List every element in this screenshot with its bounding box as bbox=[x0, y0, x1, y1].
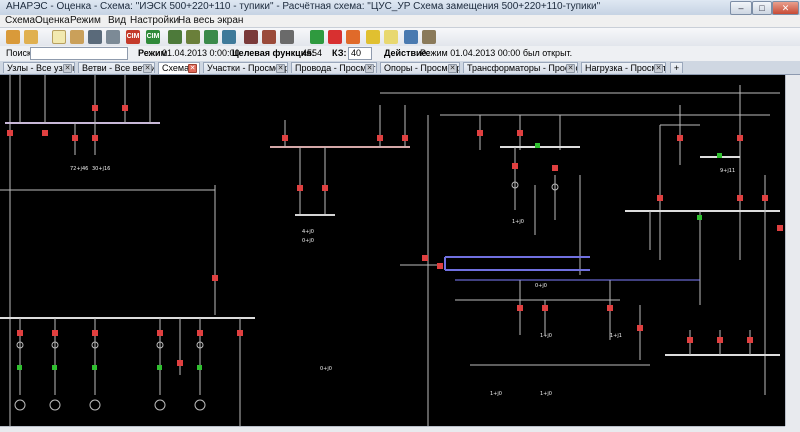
menu-ocenka[interactable]: Оценка bbox=[35, 15, 70, 26]
maximize-button[interactable]: □ bbox=[752, 1, 772, 15]
chart-icon[interactable] bbox=[262, 30, 276, 44]
value-label: 4+j0 bbox=[302, 229, 314, 235]
minimize-button[interactable]: – bbox=[730, 1, 752, 15]
value-label: 0+j0 bbox=[535, 283, 547, 289]
value-label: 72+j46 bbox=[70, 166, 88, 172]
tab-label: Опоры - Просмотр bbox=[384, 63, 460, 73]
rezhim-value: 01.04.2013 0:00:00 bbox=[162, 48, 240, 58]
tab-label: Узлы - Все узлы bbox=[7, 63, 75, 73]
action-label: Действие: bbox=[384, 48, 430, 58]
search-input[interactable] bbox=[30, 47, 128, 60]
close-icon[interactable]: ✕ bbox=[448, 64, 457, 73]
tab-bar: Узлы - Все узлы✕ Ветви - Все ветви✕ Схем… bbox=[0, 61, 800, 75]
monitor-icon[interactable] bbox=[310, 30, 324, 44]
objective-value: 4554 bbox=[302, 48, 323, 58]
horizontal-scrollbar[interactable] bbox=[0, 426, 785, 432]
export-icon[interactable] bbox=[422, 30, 436, 44]
window-title: АНАРЭС - Оценка - Схема: "ИЭСК 500+220+1… bbox=[6, 1, 601, 12]
cim-import-label: CIM bbox=[146, 33, 160, 40]
rezhim-label: Режим bbox=[138, 48, 168, 58]
document-icon[interactable] bbox=[52, 30, 66, 44]
note-icon[interactable] bbox=[384, 30, 398, 44]
title-bar: АНАРЭС - Оценка - Схема: "ИЭСК 500+220+1… bbox=[0, 0, 800, 16]
value-label: 1+j0 bbox=[540, 333, 552, 339]
tab-transformers[interactable]: Трансформаторы - Просмотр✕ bbox=[463, 62, 578, 73]
refresh-icon[interactable] bbox=[204, 30, 218, 44]
value-label: 9+j11 bbox=[720, 168, 735, 174]
objective-label: Целевая функция: bbox=[232, 48, 315, 58]
search-label: Поиск: bbox=[6, 48, 34, 58]
tab-label: Трансформаторы - Просмотр bbox=[467, 63, 578, 73]
schema-canvas[interactable]: 4+j0 0+j0 1+j0 72+j46 30+j16 9+j11 1+j1 … bbox=[0, 75, 785, 426]
menu-vid[interactable]: Вид bbox=[108, 15, 127, 26]
settings-icon[interactable] bbox=[280, 30, 294, 44]
value-label: 1+j0 bbox=[540, 391, 552, 397]
tab-nodes[interactable]: Узлы - Все узлы✕ bbox=[3, 62, 75, 73]
status-row: Поиск: Режим 01.04.2013 0:00:00 Целевая … bbox=[0, 46, 800, 62]
schema-diagram: 4+j0 0+j0 1+j0 72+j46 30+j16 9+j11 1+j1 … bbox=[0, 75, 783, 426]
scroll-corner bbox=[785, 426, 800, 432]
close-icon[interactable]: ✕ bbox=[654, 64, 663, 73]
folder-icon[interactable] bbox=[24, 30, 38, 44]
tab-label: Провода - Просмотр bbox=[295, 63, 377, 73]
menu-schema[interactable]: Схема bbox=[5, 15, 36, 26]
kz-label: КЗ: bbox=[332, 48, 347, 58]
calculate-icon[interactable] bbox=[186, 30, 200, 44]
close-icon[interactable]: ✕ bbox=[276, 64, 285, 73]
cim-export-label: CIM bbox=[126, 33, 140, 40]
tab-label: Схема bbox=[162, 63, 190, 73]
tab-label: Ветви - Все ветви bbox=[82, 63, 155, 73]
menu-bar: Схема Оценка Режим Вид Настройки На весь… bbox=[0, 15, 800, 28]
query-icon[interactable] bbox=[346, 30, 360, 44]
lightning-icon[interactable] bbox=[366, 30, 380, 44]
value-label: 30+j16 bbox=[92, 166, 110, 172]
value-label: 0+j0 bbox=[320, 366, 332, 372]
menu-nastroiki[interactable]: Настройки bbox=[130, 15, 180, 26]
tab-supports[interactable]: Опоры - Просмотр✕ bbox=[380, 62, 460, 73]
cim-import-button[interactable]: CIM bbox=[146, 30, 160, 44]
value-label: 0+j0 bbox=[302, 238, 314, 244]
kz-input[interactable]: 40 bbox=[348, 47, 372, 60]
grid-icon[interactable] bbox=[244, 30, 258, 44]
menu-rezhim[interactable]: Режим bbox=[70, 15, 101, 26]
network-icon[interactable] bbox=[222, 30, 236, 44]
tab-load[interactable]: Нагрузка - Просмотр✕ bbox=[581, 62, 666, 73]
parameter-icon[interactable] bbox=[328, 30, 342, 44]
close-icon[interactable]: ✕ bbox=[143, 64, 152, 73]
tab-schema[interactable]: Схема✕ bbox=[158, 62, 200, 74]
add-tab-button[interactable]: + bbox=[670, 62, 683, 73]
edit-icon[interactable] bbox=[168, 30, 182, 44]
value-label: 1+j1 bbox=[610, 333, 622, 339]
book-icon[interactable] bbox=[70, 30, 84, 44]
close-icon[interactable]: ✕ bbox=[566, 64, 575, 73]
menu-fullscreen[interactable]: На весь экран bbox=[178, 15, 244, 26]
close-icon[interactable]: ✕ bbox=[63, 64, 72, 73]
tab-wires[interactable]: Провода - Просмотр✕ bbox=[291, 62, 377, 73]
report-icon[interactable] bbox=[404, 30, 418, 44]
vertical-scrollbar[interactable] bbox=[785, 75, 800, 426]
close-button[interactable]: ✕ bbox=[772, 1, 799, 15]
value-label: 1+j0 bbox=[490, 391, 502, 397]
toolbar: CIM CIM bbox=[0, 28, 800, 47]
action-value: Режим 01.04.2013 00:00 был открыт. bbox=[420, 48, 573, 58]
value-label: 1+j0 bbox=[512, 219, 524, 225]
close-icon[interactable]: ✕ bbox=[188, 64, 197, 73]
tab-label: Участки - Просмотр bbox=[207, 63, 288, 73]
open-icon[interactable] bbox=[6, 30, 20, 44]
cim-export-button[interactable]: CIM bbox=[126, 30, 140, 44]
tab-branches[interactable]: Ветви - Все ветви✕ bbox=[78, 62, 155, 73]
tab-label: Нагрузка - Просмотр bbox=[585, 63, 666, 73]
tab-sections[interactable]: Участки - Просмотр✕ bbox=[203, 62, 288, 73]
tool-icon[interactable] bbox=[88, 30, 102, 44]
close-icon[interactable]: ✕ bbox=[365, 64, 374, 73]
measure-icon[interactable] bbox=[106, 30, 120, 44]
